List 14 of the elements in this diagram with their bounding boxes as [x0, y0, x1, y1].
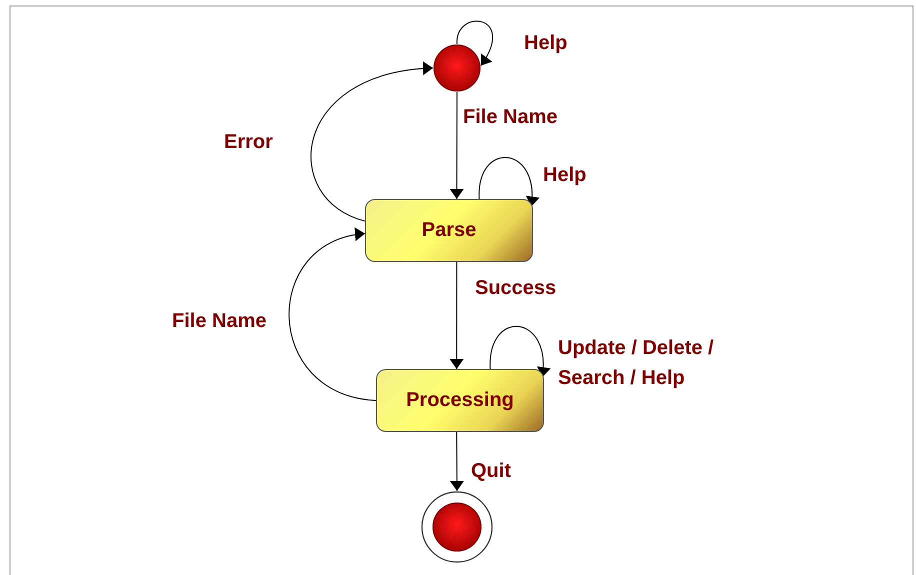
- transition-arrow: [456, 20, 494, 66]
- transition-arrow: [478, 157, 539, 208]
- transition-arrow: [288, 228, 376, 401]
- transition-arrow: [310, 62, 434, 222]
- state-name: Parse: [422, 219, 476, 242]
- state-box: [365, 199, 533, 262]
- transition-arrow: [450, 432, 464, 492]
- initial-state: [433, 44, 481, 92]
- transition-arrow: [490, 326, 550, 378]
- state-name: Processing: [406, 389, 514, 412]
- transition-arrow: [450, 92, 464, 200]
- state-box: [376, 369, 544, 432]
- final-state: [421, 491, 493, 563]
- transition-arrow: [450, 262, 464, 370]
